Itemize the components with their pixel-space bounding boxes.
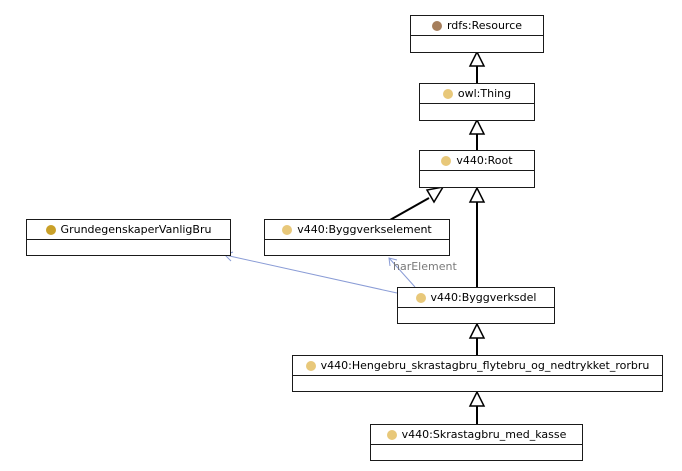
class-circle-icon — [386, 429, 397, 440]
class-node-byggverksdel[interactable]: v440:Byggverksdel — [397, 287, 555, 324]
class-node-header: v440:Skrastagbru_med_kasse — [371, 425, 582, 445]
class-node-grunnegenskaper-vanlig-bru[interactable]: GrundegenskaperVanligBru — [26, 219, 231, 256]
property-edge-grunnegenskaper — [224, 254, 398, 294]
property-arrowhead-harelement — [388, 257, 398, 267]
class-circle-icon — [282, 224, 293, 235]
class-node-label: v440:Root — [456, 154, 513, 167]
class-node-root[interactable]: v440:Root — [419, 150, 535, 188]
class-circle-icon — [305, 360, 316, 371]
edge-label-harelement: harElement — [393, 260, 457, 273]
subclass-arrowhead-root-left — [425, 185, 445, 204]
subclass-arrowhead-resource — [468, 50, 486, 67]
class-node-header: v440:Byggverkselement — [265, 220, 449, 240]
class-node-header: owl:Thing — [420, 84, 534, 104]
subclass-arrowhead-hengebru — [468, 390, 486, 407]
class-node-skrastagbru-med-kasse[interactable]: v440:Skrastagbru_med_kasse — [370, 424, 583, 461]
class-node-byggverkselement[interactable]: v440:Byggverkselement — [264, 219, 450, 256]
class-node-hengebru[interactable]: v440:Hengebru_skrastagbru_flytebru_og_ne… — [292, 355, 663, 392]
class-node-header: rdfs:Resource — [411, 16, 543, 36]
class-circle-icon — [415, 292, 426, 303]
class-node-header: v440:Byggverksdel — [398, 288, 554, 308]
class-node-label: v440:Byggverkselement — [297, 223, 432, 236]
subclass-arrowhead-thing — [468, 118, 486, 135]
class-circle-icon — [441, 155, 452, 166]
class-node-label: owl:Thing — [457, 87, 512, 100]
property-edge-harelement — [388, 257, 416, 288]
subclass-arrowhead-byggverksdel — [468, 322, 486, 339]
class-node-label: rdfs:Resource — [446, 19, 523, 32]
class-node-label: v440:Byggverksdel — [430, 291, 537, 304]
class-node-label: v440:Skrastagbru_med_kasse — [401, 428, 567, 441]
class-circle-icon — [431, 20, 442, 31]
class-circle-icon — [45, 224, 56, 235]
class-node-header: v440:Root — [420, 151, 534, 171]
class-circle-icon — [442, 88, 453, 99]
subclass-edge-byggverkselement-root — [389, 197, 430, 221]
class-node-header: v440:Hengebru_skrastagbru_flytebru_og_ne… — [293, 356, 662, 376]
subclass-arrowhead-root-right — [468, 186, 486, 203]
class-node-owl-thing[interactable]: owl:Thing — [419, 83, 535, 121]
class-node-label: GrundegenskaperVanligBru — [60, 223, 212, 236]
class-node-label: v440:Hengebru_skrastagbru_flytebru_og_ne… — [320, 359, 650, 372]
class-node-header: GrundegenskaperVanligBru — [27, 220, 230, 240]
class-node-rdfs-resource[interactable]: rdfs:Resource — [410, 15, 544, 53]
